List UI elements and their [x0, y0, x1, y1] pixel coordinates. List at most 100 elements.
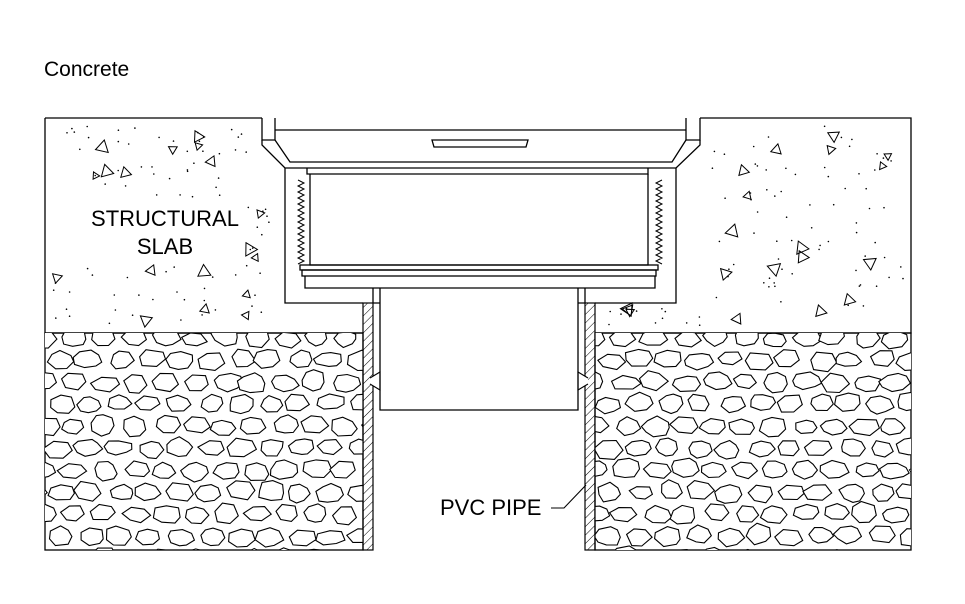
gravel-stone: [750, 394, 777, 411]
gravel-stone: [552, 550, 584, 565]
aggregate-dot: [176, 291, 178, 293]
gravel-stone: [713, 439, 740, 460]
gravel-stone: [880, 333, 909, 350]
aggregate-dot: [874, 241, 876, 244]
gravel-stone: [184, 506, 210, 525]
aggregate-dot: [131, 314, 134, 317]
gravel-stone: [32, 550, 55, 565]
gravel-stone: [838, 483, 866, 503]
aggregate-dot: [201, 314, 203, 316]
aggregate-dot: [855, 231, 858, 234]
gravel-stone: [744, 548, 751, 550]
gravel-stone: [802, 484, 833, 501]
gravel-stone: [910, 420, 911, 429]
aggregate-triangle: [120, 165, 133, 178]
gravel-stone: [72, 349, 103, 369]
aggregate-triangle: [826, 144, 837, 156]
gravel-stone: [45, 489, 48, 496]
aggregate-dot: [191, 195, 194, 198]
gravel-stone: [658, 393, 684, 415]
aggregate-dot: [715, 296, 718, 299]
aggregate-dot: [753, 232, 755, 234]
aggregate-dot: [609, 310, 611, 313]
aggregate-dot: [876, 153, 878, 155]
aggregate-dot: [625, 307, 628, 310]
gravel-stone: [331, 416, 358, 437]
aggregate-dot: [211, 276, 214, 278]
aggregate-dot: [113, 294, 116, 296]
aggregate-dot: [823, 166, 826, 169]
gravel-stone: [333, 333, 357, 349]
gravel-stone: [745, 522, 772, 546]
gravel-stone: [331, 506, 358, 526]
gravel-stone: [50, 394, 76, 414]
aggregate-dot: [165, 270, 167, 273]
gravel-stone: [728, 418, 756, 435]
aggregate-triangle: [797, 249, 811, 264]
gravel-stone: [686, 480, 716, 500]
gravel-stone: [210, 333, 238, 347]
gravel-stone: [56, 463, 88, 479]
gravel-stone: [595, 333, 606, 347]
gravel-stone: [730, 461, 759, 480]
thread-zigzag: [654, 179, 664, 265]
aggregate-triangle: [240, 310, 250, 321]
aggregate-dot: [127, 143, 130, 145]
gravel-stone: [379, 396, 401, 414]
aggregate-dot: [180, 319, 182, 321]
aggregate-triangle: [883, 153, 893, 162]
gravel-stone: [347, 484, 363, 502]
gravel-stone: [551, 508, 576, 522]
aggregate-triangle: [250, 252, 259, 263]
aggregate-dot: [810, 227, 813, 229]
gravel-stone: [90, 414, 115, 437]
slab-label-line2: SLAB: [137, 234, 193, 259]
adjustment-collar: [299, 264, 659, 271]
aggregate-dot: [65, 308, 68, 311]
gravel-stone: [72, 438, 104, 457]
gravel-stone: [878, 462, 910, 480]
aggregate-triangle: [742, 190, 752, 201]
gravel-stone: [73, 480, 102, 502]
gravel-stone: [595, 415, 610, 434]
aggregate-dot: [723, 153, 726, 155]
gravel-stone: [350, 393, 363, 411]
aggregate-triangle: [719, 267, 733, 282]
aggregate-dot: [91, 274, 94, 276]
gravel-stone: [61, 418, 85, 435]
gravel-stone: [45, 461, 57, 478]
aggregate-dot: [865, 187, 867, 190]
aggregate-triangle: [197, 263, 212, 277]
gravel-stone: [378, 527, 398, 542]
gravel-stone: [300, 415, 330, 434]
gravel-stone: [791, 459, 819, 480]
gravel-stone: [124, 460, 151, 478]
aggregate-dot: [73, 131, 76, 133]
aggregate-dot: [698, 316, 701, 318]
aggregate-dot: [197, 131, 199, 134]
gravel-stone: [701, 333, 728, 348]
slab-right-outline: [595, 117, 912, 334]
gravel-stone: [854, 375, 882, 393]
aggregate-triangle: [241, 289, 251, 299]
aggregate-triangle: [198, 302, 210, 314]
aggregate-dot: [790, 239, 793, 242]
gravel-stone: [250, 547, 259, 550]
gravel-stone: [675, 549, 689, 550]
gravel-stone: [628, 486, 654, 500]
gravel-stone: [929, 527, 954, 542]
gravel-stone: [895, 352, 911, 371]
gravel-stone: [810, 351, 838, 373]
gravel-stone: [734, 333, 759, 347]
aggregate-dot: [875, 285, 878, 288]
gravel-stone: [624, 348, 654, 367]
gravel-stone: [704, 546, 721, 550]
aggregate-triangle: [94, 139, 109, 154]
aggregate-dot: [108, 322, 111, 325]
gravel-stone: [180, 333, 208, 347]
gravel-stone: [348, 438, 363, 455]
aggregate-dot: [138, 294, 140, 296]
aggregate-dot: [902, 277, 904, 280]
gravel-stone: [288, 529, 317, 547]
gravel-stone: [380, 352, 405, 366]
